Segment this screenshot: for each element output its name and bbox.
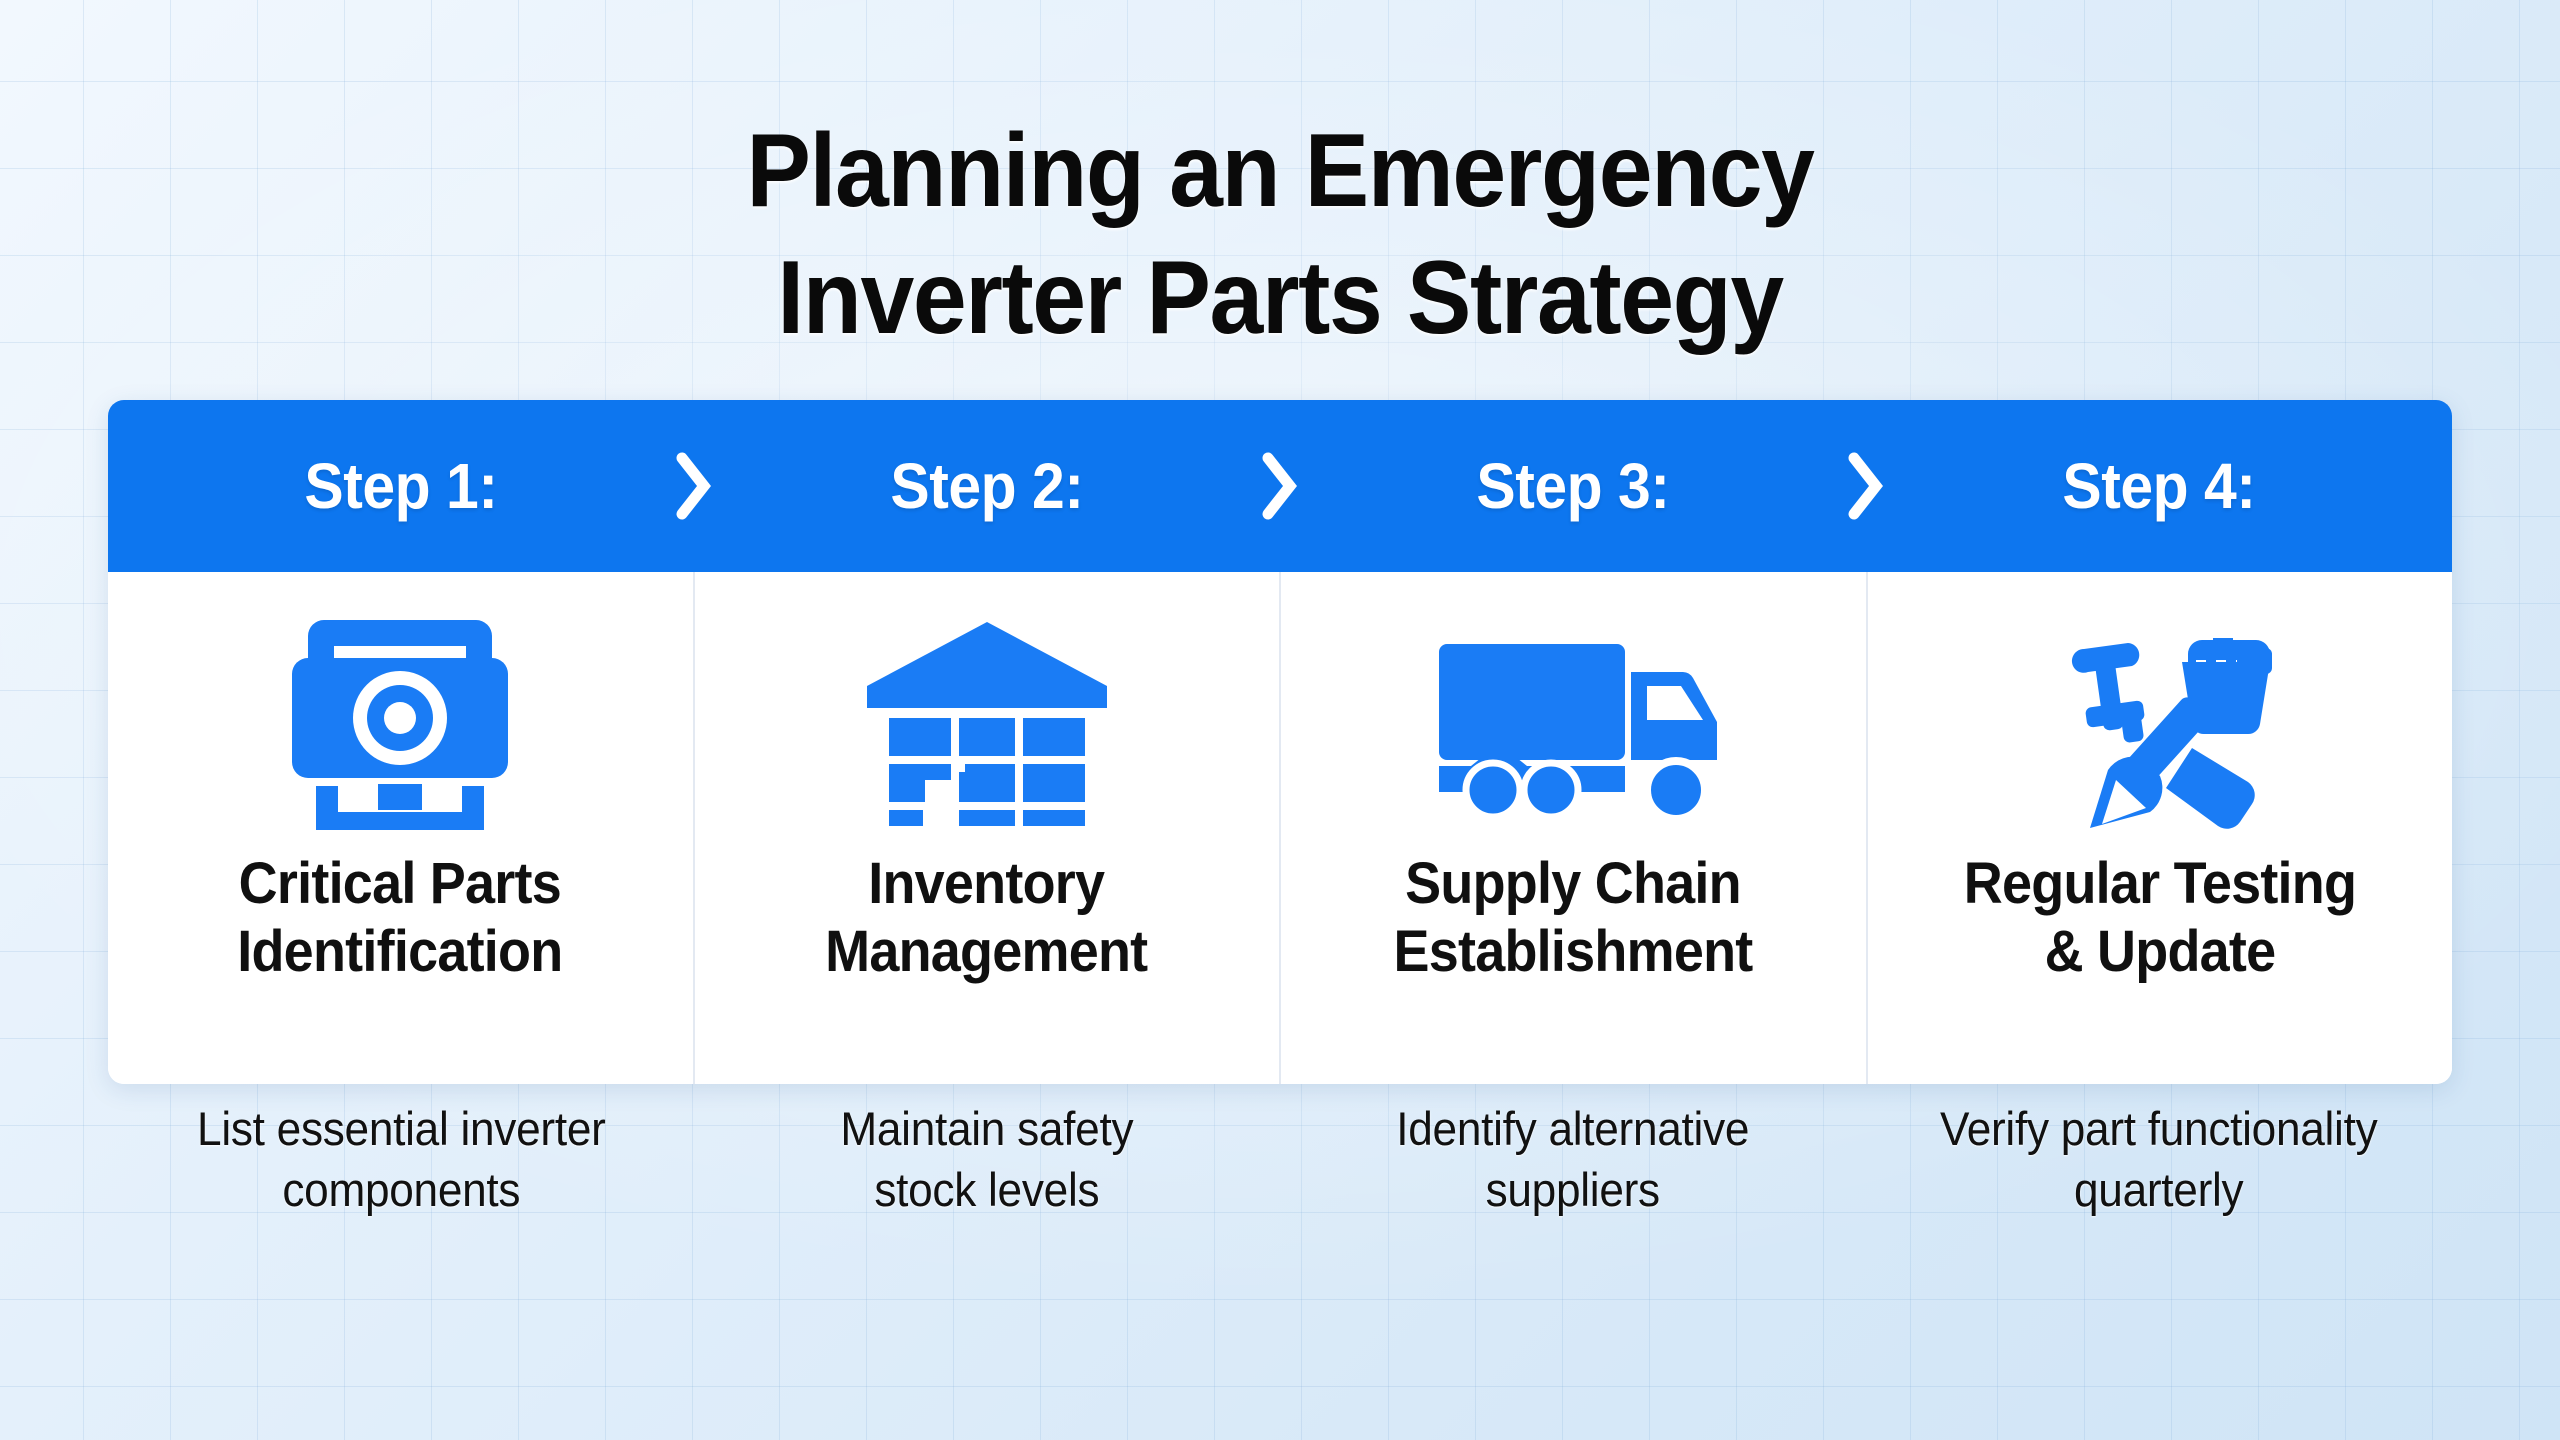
step-caption-2: Maintain safety stock levels [840,1102,1134,1217]
step-caption-cell-1: List essential inverter components [108,1098,694,1220]
step-card-title-4: Regular Testing & Update [1963,851,2357,984]
step-card-1[interactable]: Critical Parts Identification [108,572,693,1084]
step-label-3: Step 3: [1476,450,1670,522]
step-captions-row: List essential inverter components Maint… [108,1098,2452,1220]
delivery-truck-icon [1423,608,1723,836]
step-card-4[interactable]: Regular Testing & Update [1865,572,2452,1084]
step-caption-3: Identify alternative suppliers [1396,1102,1750,1217]
step-card-3[interactable]: Supply Chain Establishment [1279,572,1866,1084]
steps-panel: Step 1: Step 2: Step 3: [108,400,2452,1084]
step-card-title-1: Critical Parts Identification [237,851,564,984]
step-caption-cell-4: Verify part functionality quarterly [1866,1098,2452,1220]
step-caption-4: Verify part functionality quarterly [1940,1102,2378,1217]
step-label-2: Step 2: [890,450,1084,522]
page-title: Planning an Emergency Inverter Parts Str… [90,108,2471,362]
step-card-title-3: Supply Chain Establishment [1393,851,1754,984]
warehouse-icon [863,608,1111,836]
chevron-right-icon [670,450,716,522]
step-caption-1: List essential inverter components [196,1102,606,1217]
step-header-cell-3[interactable]: Step 3: [1280,400,1883,572]
step-header-cell-1[interactable]: Step 1: [108,400,711,572]
step-caption-cell-3: Identify alternative suppliers [1280,1098,1866,1220]
step-header-cell-2[interactable]: Step 2: [694,400,1297,572]
page-title-line-2: Inverter Parts Strategy [777,239,1784,356]
step-header-bar: Step 1: Step 2: Step 3: [108,400,2452,572]
step-label-1: Step 1: [304,450,498,522]
step-header-cell-4[interactable]: Step 4: [1866,400,2452,572]
step-label-4: Step 4: [2062,450,2256,522]
step-cards-row: Critical Parts Identification [108,572,2452,1084]
page-title-line-1: Planning an Emergency [746,112,1815,229]
chevron-right-icon [1256,450,1302,522]
step-card-title-2: Inventory Management [825,851,1149,984]
rake-and-trowel-tools-icon [2042,608,2278,836]
chevron-right-icon [1842,450,1888,522]
step-card-2[interactable]: Inventory Management [692,572,1279,1084]
projector-device-icon [282,608,518,836]
step-caption-cell-2: Maintain safety stock levels [694,1098,1280,1220]
